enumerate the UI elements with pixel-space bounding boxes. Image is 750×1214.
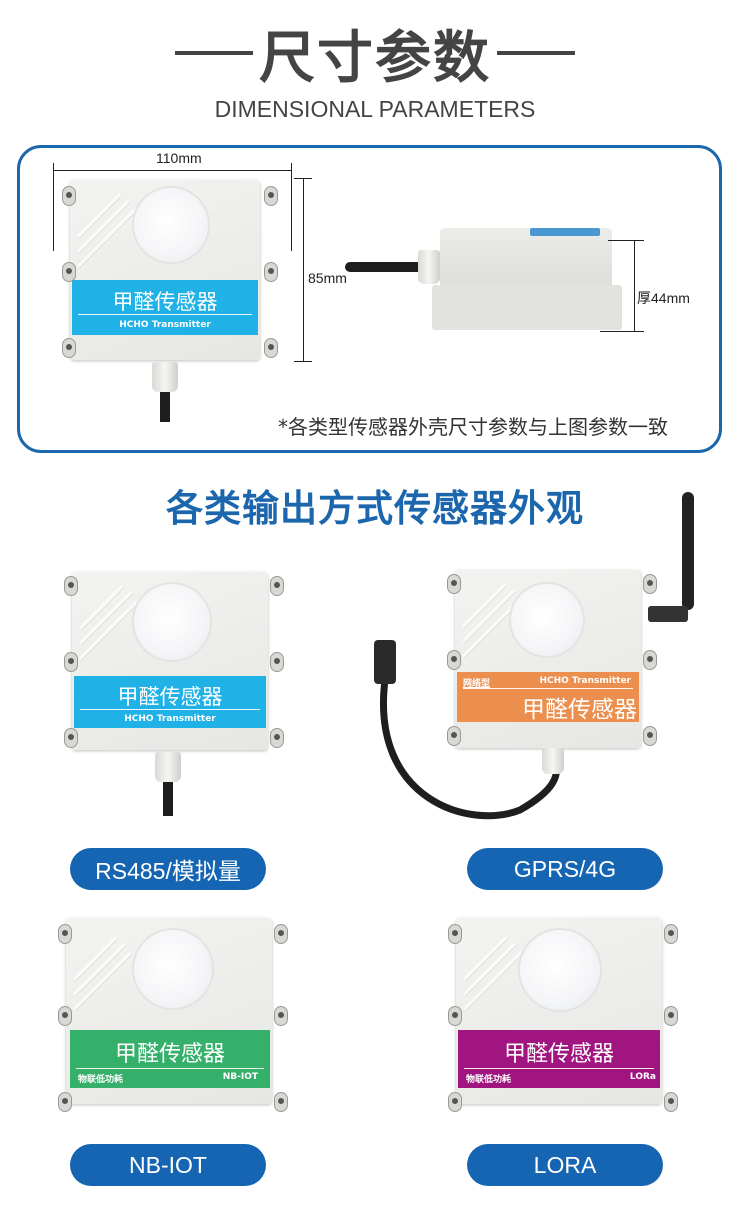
sensor-lens bbox=[134, 188, 208, 262]
label-band: 甲醛传感器 HCHO Transmitter bbox=[72, 280, 258, 335]
sensor-front-view: 甲醛传感器 HCHO Transmitter bbox=[70, 180, 260, 360]
cable bbox=[160, 392, 170, 422]
dimension-note: *各类型传感器外壳尺寸参数与上图参数一致 bbox=[278, 415, 668, 439]
sensor-nbiot: 甲醛传感器 物联低功耗 NB-IOT bbox=[66, 918, 272, 1104]
width-dimension-tick-right bbox=[291, 163, 292, 251]
section-title: 各类输出方式传感器外观 bbox=[166, 487, 584, 530]
width-dimension-tick-left bbox=[53, 163, 54, 251]
sensor-side-view bbox=[440, 228, 612, 290]
side-cable-gland bbox=[418, 250, 440, 284]
height-dimension-line bbox=[303, 178, 304, 361]
variant-pill-nbiot: NB-IOT bbox=[70, 1144, 266, 1186]
width-dimension-label: 110mm bbox=[156, 150, 202, 166]
variant-pill-gprs: GPRS/4G bbox=[467, 848, 663, 890]
dimension-panel bbox=[17, 145, 722, 453]
title-rule-left bbox=[175, 51, 253, 55]
variant-pill-lora: LORA bbox=[467, 1144, 663, 1186]
sensor-side-base bbox=[432, 285, 622, 330]
side-cable bbox=[345, 262, 425, 272]
page-subtitle: DIMENSIONAL PARAMETERS bbox=[214, 96, 536, 122]
label-band-rs485: 甲醛传感器 HCHO Transmitter bbox=[74, 676, 266, 728]
label-band-gprs: 网络型 HCHO Transmitter 甲醛传感器 bbox=[457, 672, 639, 723]
thickness-dimension-line bbox=[634, 240, 635, 331]
label-band-nbiot: 甲醛传感器 物联低功耗 NB-IOT bbox=[70, 1030, 270, 1088]
page-header: 尺寸参数 bbox=[0, 18, 750, 91]
cable-gland bbox=[152, 362, 178, 392]
thickness-tick-top bbox=[608, 240, 644, 241]
antenna-icon bbox=[682, 492, 694, 610]
title-rule-right bbox=[497, 51, 575, 55]
sensor-gprs: 网络型 HCHO Transmitter 甲醛传感器 bbox=[455, 570, 641, 748]
sensor-lora: 甲醛传感器 物联低功耗 LORa bbox=[456, 918, 662, 1104]
width-dimension-line bbox=[53, 170, 291, 171]
variant-pill-rs485: RS485/模拟量 bbox=[70, 848, 266, 890]
height-dimension-tick-bottom bbox=[294, 361, 312, 362]
sensor-rs485: 甲醛传感器 HCHO Transmitter bbox=[72, 572, 268, 750]
thickness-dimension-label: 厚44mm bbox=[637, 290, 690, 306]
height-dimension-label: 85mm bbox=[308, 270, 347, 286]
page-title: 尺寸参数 bbox=[259, 25, 491, 91]
gprs-cable bbox=[374, 640, 561, 820]
label-band-lora: 甲醛传感器 物联低功耗 LORa bbox=[458, 1030, 660, 1088]
height-dimension-tick-top bbox=[294, 178, 312, 179]
thickness-tick-bottom bbox=[600, 331, 644, 332]
